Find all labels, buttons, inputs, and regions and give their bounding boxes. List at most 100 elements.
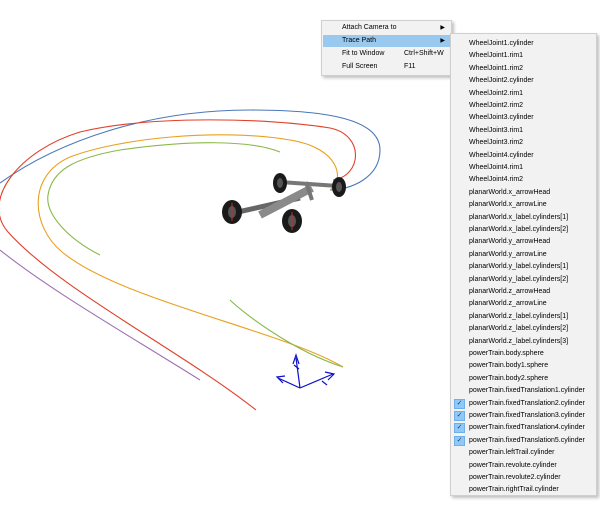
trace-item[interactable]: ✓ powerTrain.fixedTranslation5.cylinder (452, 435, 595, 447)
trace-item[interactable]: planarWorld.z_label.cylinders[1] (452, 311, 595, 323)
trace-item-label: planarWorld.x_label.cylinders[2] (469, 226, 569, 233)
trace-item[interactable]: ✓ powerTrain.fixedTranslation3.cylinder (452, 410, 595, 422)
trace-item[interactable]: WheelJoint2.rim2 (452, 100, 595, 112)
trace-item-label: WheelJoint2.rim1 (469, 89, 524, 97)
trace-item[interactable]: ✓ powerTrain.fixedTranslation4.cylinder (452, 422, 595, 434)
trace-item[interactable]: planarWorld.y_label.cylinders[1] (452, 261, 595, 273)
trace-item[interactable]: WheelJoint4.cylinder (452, 150, 595, 162)
trace-item[interactable]: powerTrain.leftTrail.cylinder (452, 447, 595, 459)
trace-item[interactable]: planarWorld.z_label.cylinders[2] (452, 323, 595, 335)
trace-item-label: powerTrain.body1.sphere (469, 362, 549, 370)
trace-item-label: WheelJoint3.rim2 (469, 139, 524, 147)
trace-item-label: powerTrain.revolute.cylinder (469, 461, 557, 469)
checkmark-icon: ✓ (454, 398, 465, 409)
triangle-right-icon: ▶ (440, 38, 445, 44)
trace-path-red (0, 119, 356, 411)
trace-item-label: WheelJoint3.cylinder (469, 114, 534, 122)
trace-item-label: WheelJoint2.rim2 (469, 102, 524, 109)
trace-item-label: powerTrain.fixedTranslation3.cylinder (469, 412, 585, 419)
trace-item[interactable]: WheelJoint3.rim2 (452, 137, 595, 149)
trace-item-label: powerTrain.fixedTranslation1.cylinder (469, 387, 585, 395)
trace-item-label: powerTrain.fixedTranslation4.cylinder (469, 424, 585, 432)
trace-path-green (47, 142, 344, 368)
trace-item-label: WheelJoint4.cylinder (469, 151, 534, 159)
trace-item[interactable]: powerTrain.revolute2.cylinder (452, 472, 595, 484)
trace-path-purple (0, 249, 201, 381)
trace-item[interactable]: planarWorld.z_label.cylinders[3] (452, 336, 595, 348)
trace-item[interactable]: planarWorld.x_label.cylinders[2] (452, 224, 595, 236)
trace-item-label: planarWorld.y_label.cylinders[2] (469, 275, 569, 283)
trace-item-label: planarWorld.z_label.cylinders[3] (469, 337, 569, 345)
trace-item[interactable]: WheelJoint3.rim1 (452, 125, 595, 137)
menu-item-shortcut: Ctrl+Shift+W (404, 50, 444, 57)
trace-item[interactable]: WheelJoint2.cylinder (452, 75, 595, 87)
trace-item[interactable]: planarWorld.z_arrowHead (452, 286, 595, 298)
trace-item-label: planarWorld.z_label.cylinders[2] (469, 325, 569, 333)
trace-item-label: WheelJoint3.rim1 (469, 126, 524, 134)
trace-item-label: planarWorld.x_label.cylinders[1] (469, 213, 569, 221)
trace-item[interactable]: powerTrain.body2.sphere (452, 373, 595, 385)
trace-item[interactable]: WheelJoint4.rim1 (452, 162, 595, 174)
menu-item-label: Fit to Window (342, 50, 385, 57)
trace-item[interactable]: planarWorld.z_arrowLine (452, 298, 595, 310)
trace-item[interactable]: WheelJoint3.cylinder (452, 112, 595, 124)
checkmark-icon: ✓ (454, 423, 465, 434)
trace-item[interactable]: WheelJoint1.rim1 (452, 50, 595, 62)
triangle-right-icon: ▶ (440, 25, 445, 31)
trace-item-label: powerTrain.rightTrail.cylinder (469, 486, 559, 494)
menu-item-shortcut: F11 (404, 63, 416, 70)
trace-item-label: WheelJoint1.cylinder (469, 40, 534, 47)
trace-item-label: planarWorld.z_arrowLine (469, 300, 547, 308)
trace-item-label: planarWorld.x_arrowHead (469, 188, 551, 196)
trace-item[interactable]: powerTrain.fixedTranslation1.cylinder (452, 385, 595, 397)
world-axes (275, 353, 336, 389)
trace-item-label: planarWorld.y_arrowHead (469, 238, 551, 246)
menu-item-label: Full Screen (342, 63, 378, 70)
menu-item-label: Trace Path (342, 37, 376, 44)
trace-item-label: powerTrain.body2.sphere (469, 374, 549, 382)
trace-item[interactable]: ✓ powerTrain.fixedTranslation2.cylinder (452, 398, 595, 410)
trace-item-label: powerTrain.revolute2.cylinder (469, 474, 561, 481)
menu-item-full-screen[interactable]: Full Screen F11 (323, 61, 450, 73)
trace-item[interactable]: powerTrain.body1.sphere (452, 360, 595, 372)
trace-item[interactable]: WheelJoint4.rim2 (452, 174, 595, 186)
trace-item-label: powerTrain.body.sphere (469, 350, 544, 357)
checkmark-icon: ✓ (454, 435, 465, 446)
trace-item[interactable]: planarWorld.x_arrowLine (452, 199, 595, 211)
trace-item[interactable]: planarWorld.x_label.cylinders[1] (452, 212, 595, 224)
vehicle-model (222, 173, 346, 233)
trace-item-label: powerTrain.leftTrail.cylinder (469, 449, 555, 457)
trace-item[interactable]: planarWorld.y_arrowHead (452, 236, 595, 248)
trace-item-label: powerTrain.fixedTranslation2.cylinder (469, 399, 585, 407)
checkmark-icon: ✓ (454, 411, 465, 421)
trace-item[interactable]: powerTrain.rightTrail.cylinder (452, 484, 595, 496)
trace-path-orange (37, 134, 344, 368)
trace-item-label: planarWorld.x_arrowLine (469, 201, 547, 209)
trace-item[interactable]: planarWorld.y_label.cylinders[2] (452, 274, 595, 286)
trace-item[interactable]: powerTrain.revolute.cylinder (452, 460, 595, 472)
trace-item-label: planarWorld.y_arrowLine (469, 250, 547, 258)
trace-item-label: WheelJoint2.cylinder (469, 77, 534, 85)
trace-item-label: WheelJoint1.rim2 (469, 64, 524, 72)
trace-item-label: planarWorld.z_label.cylinders[1] (469, 312, 569, 320)
trace-item[interactable]: WheelJoint1.rim2 (452, 63, 595, 75)
menu-item-trace-path[interactable]: Trace Path ▶ (323, 35, 450, 47)
trace-item[interactable]: WheelJoint2.rim1 (452, 88, 595, 100)
trace-item-label: planarWorld.z_arrowHead (469, 288, 551, 295)
context-menu: Attach Camera to ▶ Trace Path ▶ Fit to W… (321, 20, 452, 76)
menu-item-attach-camera[interactable]: Attach Camera to ▶ (323, 22, 450, 34)
trace-path-blue (0, 109, 381, 191)
trace-item-label: WheelJoint4.rim2 (469, 176, 524, 184)
trace-item[interactable]: WheelJoint1.cylinder (452, 38, 595, 50)
menu-item-label: Attach Camera to (342, 24, 397, 31)
trace-item[interactable]: planarWorld.y_arrowLine (452, 249, 595, 261)
trace-item-label: WheelJoint4.rim1 (469, 164, 524, 171)
trace-item-label: powerTrain.fixedTranslation5.cylinder (469, 436, 585, 444)
menu-item-fit-to-window[interactable]: Fit to Window Ctrl+Shift+W (323, 48, 450, 60)
trace-item-label: planarWorld.y_label.cylinders[1] (469, 263, 569, 271)
trace-item[interactable]: powerTrain.body.sphere (452, 348, 595, 360)
trace-item-label: WheelJoint1.rim1 (469, 52, 524, 60)
trace-item[interactable]: planarWorld.x_arrowHead (452, 187, 595, 199)
